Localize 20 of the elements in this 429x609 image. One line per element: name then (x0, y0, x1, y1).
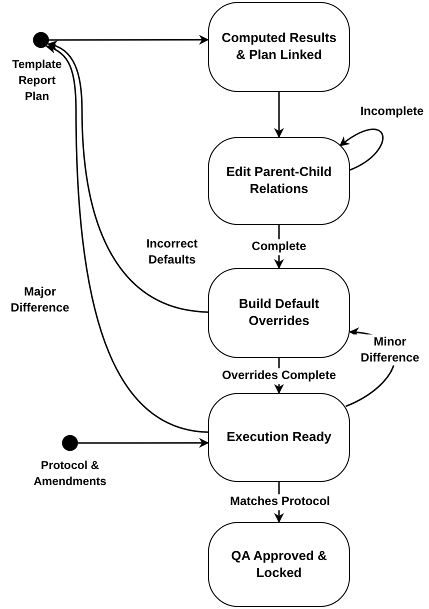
state-label: Computed Results & Plan Linked (221, 30, 337, 64)
state-label: Build Default Overrides (238, 296, 320, 330)
initial-state-dot (33, 32, 49, 48)
transition-arrow (47, 41, 208, 313)
state-box (208, 2, 350, 92)
state-box (208, 393, 350, 482)
state-label: Edit Parent-Child Relations (225, 164, 333, 198)
transition-arrow (78, 438, 209, 448)
initial-state-dot (62, 435, 78, 451)
transition-arrow (46, 44, 208, 433)
state-caption: Protocol & Amendments (32, 459, 108, 490)
state-box (208, 268, 350, 358)
state-label: QA Approved & Locked (230, 548, 328, 582)
transition-arrow (49, 34, 209, 45)
state-box (208, 522, 350, 607)
transition-arrow (274, 92, 284, 138)
state-label: Execution Ready (226, 429, 332, 446)
state-caption: Template Report Plan (11, 58, 63, 106)
state-box (208, 137, 350, 225)
transition-arrow (339, 128, 384, 171)
